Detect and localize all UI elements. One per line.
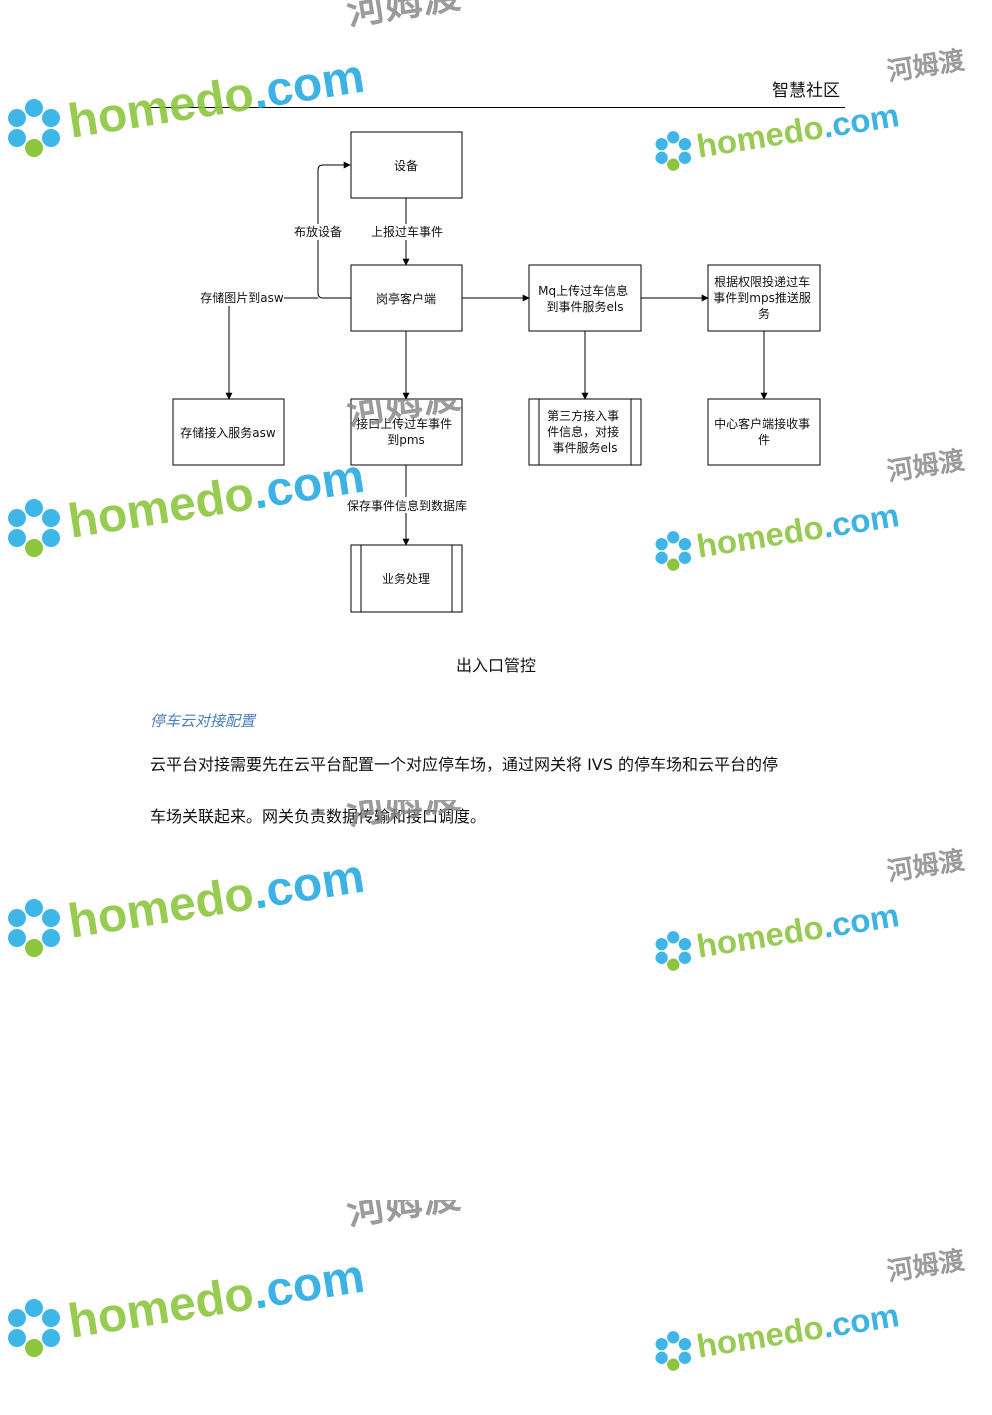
watermark-tld: com	[262, 850, 368, 918]
node-third-label: 第三方接入事 件信息，对接 事件服务els	[547, 408, 623, 455]
node-client	[350, 264, 463, 332]
node-auth-label: 根据权限投递过车 事件到mps推送服 务	[713, 274, 814, 321]
svg-text:homedo.com: homedo.com	[65, 1250, 368, 1349]
node-iface-label: 接口上传过车事件 到pms	[356, 416, 456, 447]
node-mq	[528, 264, 642, 332]
node-biz-label: 业务处理	[382, 571, 430, 586]
watermark-dot: .	[820, 907, 835, 945]
watermark-tld: com	[829, 896, 901, 943]
edge-label-deploy: 布放设备	[294, 224, 342, 239]
watermark-cn: 河姆渡	[885, 1245, 968, 1288]
svg-text:homedo.com: homedo.com	[694, 896, 902, 965]
node-client-label: 岗亭客户端	[376, 291, 436, 306]
svg-text:homedo.com: homedo.com	[694, 1296, 902, 1365]
watermark-brand: homedo	[65, 867, 258, 949]
node-mq-label: Mq上传过车信息 到事件服务els	[538, 283, 632, 314]
node-biz	[350, 544, 463, 613]
watermark-brand: homedo	[694, 1308, 826, 1365]
node-third	[528, 398, 642, 466]
watermark-dot: .	[820, 1307, 835, 1345]
node-auth	[707, 264, 821, 332]
header-rule	[148, 107, 845, 108]
node-device	[350, 131, 463, 199]
node-center	[707, 398, 821, 466]
flower-logo-icon	[655, 931, 692, 971]
node-center-label: 中心客户端接收事 件	[714, 416, 814, 447]
edge-client-to-storage	[225, 297, 318, 400]
node-iface	[350, 398, 463, 466]
diagram-caption: 出入口管控	[455, 656, 536, 675]
paragraph-line-2: 车场关联起来。网关负责数据传输和接口调度。	[150, 807, 487, 826]
watermark-cn: 河姆渡	[344, 1200, 463, 1234]
watermark-dot: .	[249, 865, 270, 919]
flower-logo-icon	[8, 899, 60, 957]
homedo-watermark-5: homedo.com 河姆渡	[8, 800, 463, 957]
edge-label-report: 上报过车事件	[371, 224, 443, 239]
flower-logo-icon	[655, 1331, 692, 1371]
homedo-watermark-6: homedo.com 河姆渡	[655, 845, 968, 971]
watermark-tld: com	[829, 1296, 901, 1343]
watermark-cn: 河姆渡	[885, 845, 968, 888]
edge-label-save-db: 保存事件信息到数据库	[347, 498, 467, 513]
watermark-dot: .	[249, 1265, 270, 1319]
watermark-brand: homedo	[694, 908, 826, 965]
node-storage	[172, 398, 285, 466]
svg-text:homedo.com: homedo.com	[65, 850, 368, 949]
homedo-watermark-8: homedo.com 河姆渡	[655, 1245, 968, 1371]
flow-diagram: 上报过车事件 布放设备 存储图片到asw 保存事件信息到数据库 设备 岗亭客户端…	[172, 131, 821, 613]
node-device-label: 设备	[394, 159, 418, 173]
header-title: 智慧社区	[772, 81, 840, 101]
homedo-watermark-7: homedo.com 河姆渡	[8, 1200, 463, 1357]
flower-logo-icon	[8, 1299, 60, 1357]
watermark-tld: com	[262, 1250, 368, 1318]
paragraph-line-1: 云平台对接需要先在云平台配置一个对应停车场，通过网关将 IVS 的停车场和云平台…	[150, 755, 778, 774]
edge-label-store-img: 存储图片到asw	[200, 290, 284, 305]
node-storage-label: 存储接入服务asw	[180, 425, 276, 440]
section-title: 停车云对接配置	[150, 712, 256, 730]
watermark-brand: homedo	[65, 1267, 258, 1349]
